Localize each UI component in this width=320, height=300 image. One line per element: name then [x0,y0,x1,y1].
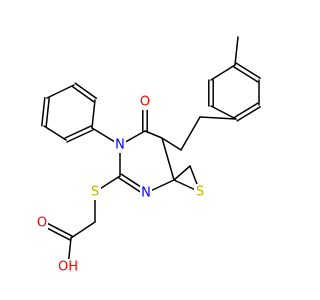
single-bond [91,99,96,129]
double-bond [66,129,94,143]
thioether-S-label: S [91,185,99,200]
bond-lines [40,36,261,268]
ring-N1-label: N [141,186,151,201]
double-bond [45,97,50,127]
double-bond [64,125,92,139]
atom-label-background [139,94,151,110]
single-bond [210,64,236,81]
double-bond [236,106,261,122]
single-bond [180,116,201,151]
atom-label-background [36,215,48,231]
carbonyl-O-label: O [37,216,47,231]
atom-labels: O N N S S O OH [36,94,206,275]
atom-label-background [140,185,152,201]
single-bond [70,221,96,239]
ring-N3-label: N [115,138,125,153]
atom-label-background [194,184,206,200]
double-bond [234,102,259,118]
double-bond [233,66,259,83]
structure-canvas: O N N S S O OH [36,36,261,275]
single-bond [46,84,75,99]
hydroxyl-O-label: OH [58,260,78,275]
oxo-O-label: O [140,95,150,110]
atom-label-background [89,184,101,200]
atom-label-background [58,259,78,275]
single-bond [234,36,239,66]
single-bond [43,125,67,141]
double-bond [71,86,95,103]
single-bond [161,137,182,151]
double-bond [235,62,261,79]
atom-label-background [114,137,126,153]
single-bond [210,105,237,120]
single-bond [173,165,191,181]
single-bond [144,130,163,139]
double-bond [74,82,98,99]
single-bond [199,116,237,120]
molecule-drawing: O N N S S O OH [36,36,261,275]
thiophene-S-label: S [196,185,204,200]
double-bond [41,97,46,127]
single-bond [161,137,175,181]
